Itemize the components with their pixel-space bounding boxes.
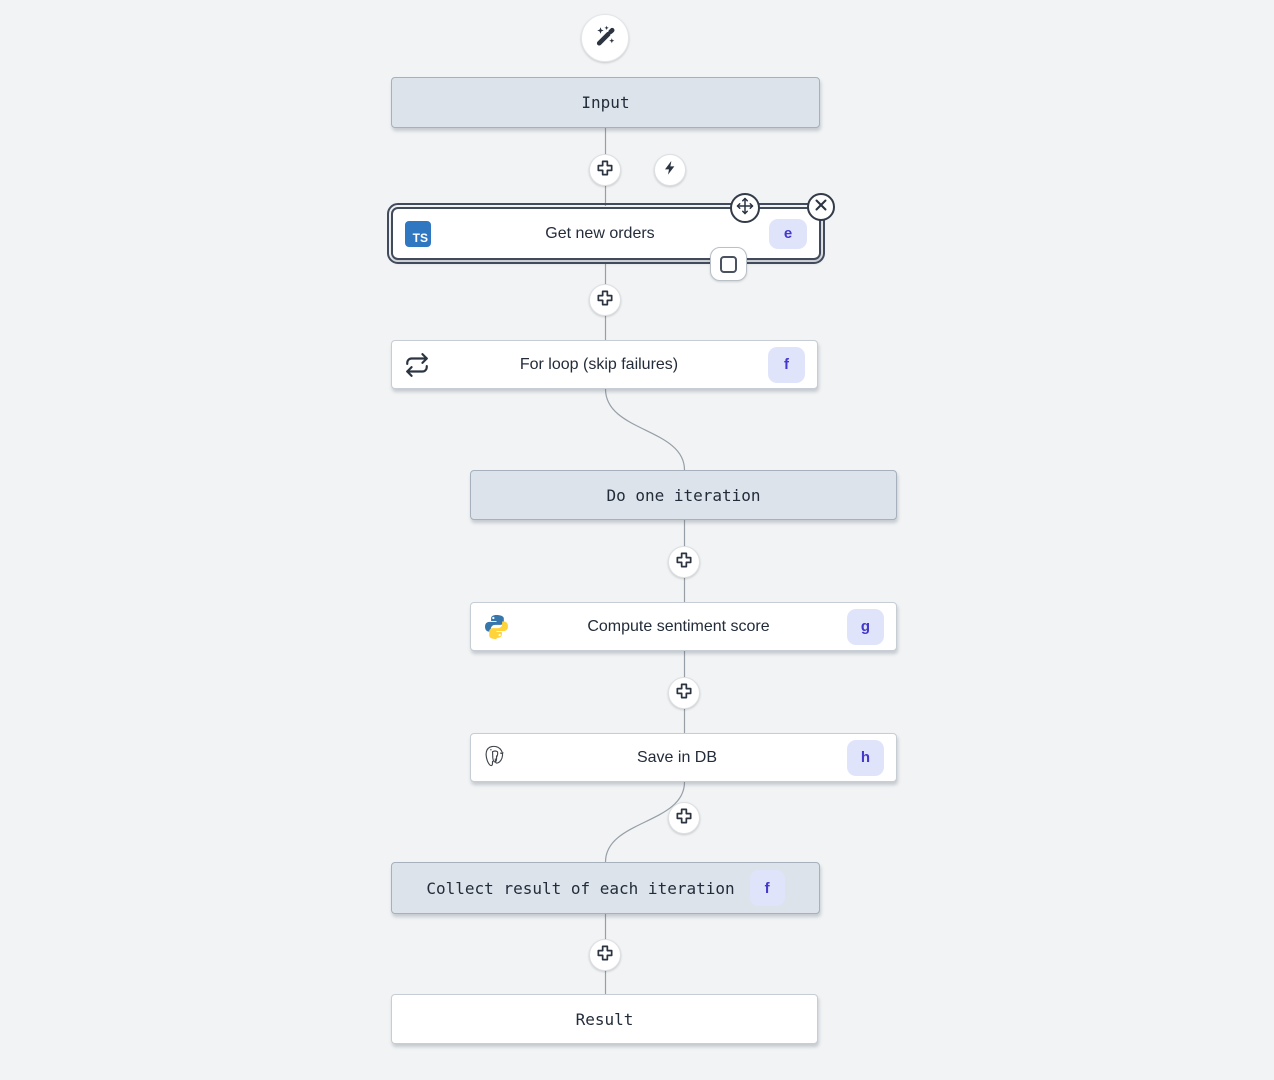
node-get-new-orders[interactable]: TS Get new orders e: [386, 193, 835, 281]
plus-icon: [596, 944, 614, 967]
node-compute-sentiment-score[interactable]: Compute sentiment score g: [470, 602, 897, 651]
node-result[interactable]: Result: [391, 994, 818, 1044]
ai-flow-builder-button[interactable]: [581, 14, 629, 62]
magic-wand-icon: [592, 23, 618, 54]
plus-icon: [675, 551, 693, 574]
node-for-loop-label: For loop (skip failures): [519, 355, 679, 373]
node-input-label: Input: [581, 93, 630, 112]
node-result-label: Result: [575, 1009, 634, 1029]
add-step-button-4[interactable]: [668, 677, 700, 709]
python-icon: [483, 613, 510, 640]
trigger-button[interactable]: [654, 154, 686, 186]
plus-icon: [596, 159, 614, 182]
postgresql-icon: [483, 744, 507, 771]
node-save-in-db-badge: h: [847, 739, 884, 776]
node-collect-result-label: Collect result of each iteration: [426, 878, 735, 898]
add-step-button-3[interactable]: [668, 546, 700, 578]
node-do-one-iteration[interactable]: Do one iteration: [470, 470, 897, 520]
add-step-button-1[interactable]: [589, 154, 621, 186]
node-compute-sentiment-score-badge: g: [847, 608, 884, 645]
node-compute-sentiment-score-label: Compute sentiment score: [587, 617, 770, 635]
lightning-bolt-icon: [662, 160, 678, 181]
node-save-in-db-label: Save in DB: [636, 748, 718, 766]
add-step-button-6[interactable]: [589, 939, 621, 971]
node-collect-result[interactable]: Collect result of each iteration f: [391, 862, 820, 914]
node-do-one-iteration-label: Do one iteration: [606, 485, 761, 505]
move-icon: [736, 197, 754, 220]
move-node-handle[interactable]: [730, 193, 760, 223]
connector-forloop-to-iteration: [604, 388, 686, 471]
repeat-loop-icon: [404, 352, 430, 378]
plus-icon: [596, 289, 614, 312]
node-save-in-db[interactable]: Save in DB h: [470, 733, 897, 782]
node-collect-result-badge: f: [749, 870, 785, 906]
node-select-box-button[interactable]: [710, 247, 747, 281]
node-get-new-orders-badge: e: [769, 218, 807, 249]
plus-icon: [675, 682, 693, 705]
node-get-new-orders-label: Get new orders: [545, 224, 655, 242]
add-step-button-2[interactable]: [589, 284, 621, 316]
delete-node-button[interactable]: [807, 193, 835, 221]
node-for-loop-badge: f: [768, 346, 805, 383]
close-icon: [814, 198, 828, 217]
square-icon: [720, 255, 737, 273]
plus-icon: [675, 807, 693, 830]
add-step-button-5[interactable]: [668, 802, 700, 834]
typescript-icon: TS: [405, 220, 431, 247]
node-input[interactable]: Input: [391, 77, 820, 128]
node-for-loop[interactable]: For loop (skip failures) f: [391, 340, 818, 389]
